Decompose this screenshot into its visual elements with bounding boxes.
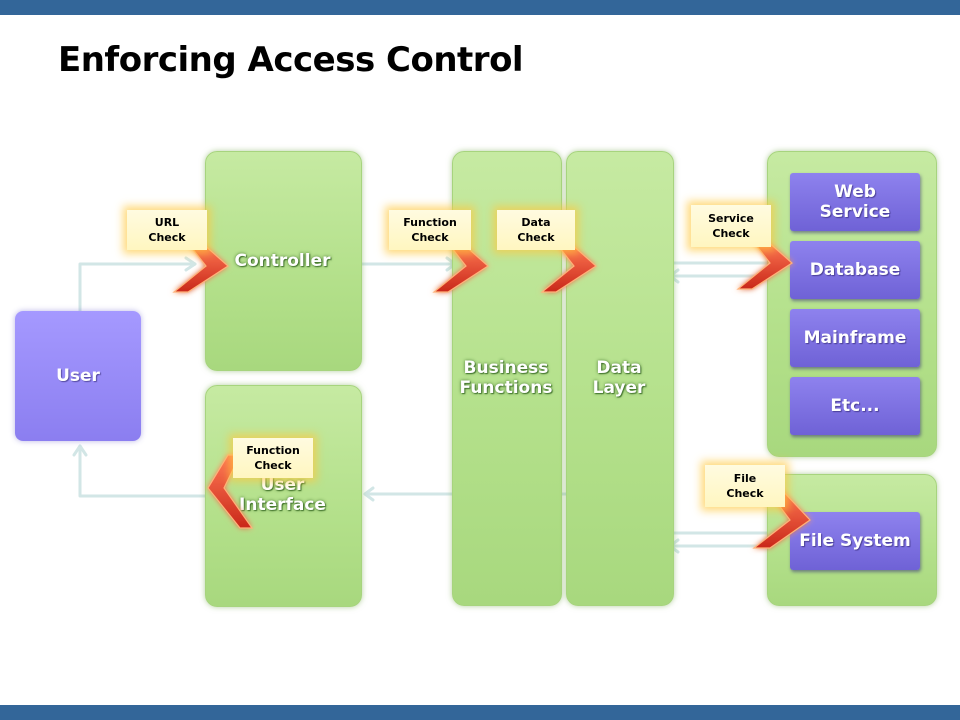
user-interface-box <box>205 385 362 607</box>
etc-box: Etc... <box>790 377 920 435</box>
controller-box <box>205 151 362 371</box>
slide-title: Enforcing Access Control <box>58 40 524 80</box>
service-check-chevron-icon <box>736 239 793 290</box>
data-check-chevron-icon <box>540 242 597 293</box>
ui-function-check-note: Function Check <box>233 438 313 478</box>
function-check-note: Function Check <box>389 210 471 250</box>
data-check-note: Data Check <box>497 210 575 250</box>
function-check-chevron-icon <box>432 242 489 293</box>
web-service-box: Web Service <box>790 173 920 231</box>
data-layer-label: Data Layer <box>592 358 646 398</box>
business-functions-label: Business Functions <box>459 358 553 398</box>
file-system-box: File System <box>790 512 920 570</box>
service-check-note: Service Check <box>691 205 771 247</box>
ui-function-check-chevron-icon <box>207 454 254 529</box>
file-check-note: File Check <box>705 465 785 507</box>
mainframe-box: Mainframe <box>790 309 920 367</box>
controller-label: Controller <box>234 251 331 271</box>
bottom-band <box>0 705 960 720</box>
ui-to-user-arrow <box>78 444 207 498</box>
user-interface-label: User Interface <box>239 475 326 515</box>
url-check-chevron-icon <box>172 242 229 293</box>
user-label: User <box>56 366 100 386</box>
user-to-controller-arrow <box>78 262 197 314</box>
user-box <box>15 311 141 441</box>
data-layer-box <box>566 151 674 606</box>
url-check-note: URL Check <box>127 210 207 250</box>
top-band <box>0 0 960 15</box>
database-box: Database <box>790 241 920 299</box>
